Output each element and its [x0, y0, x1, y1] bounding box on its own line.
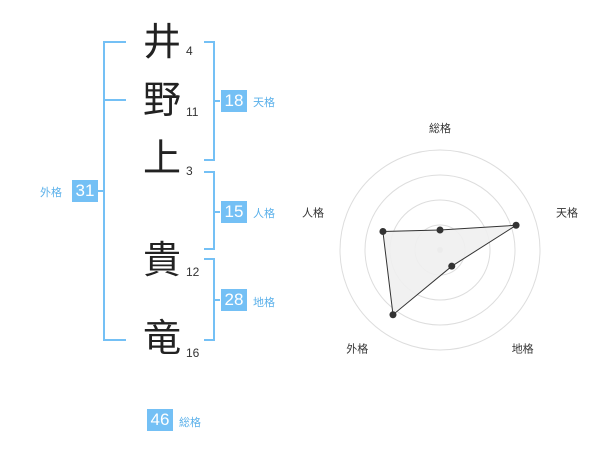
radar-axis-label-5: 人格	[302, 205, 324, 219]
jinkaku-bracket	[204, 171, 215, 250]
radar-polygon	[382, 224, 517, 316]
chikaku-value: 28	[221, 289, 247, 311]
radar-point-1	[436, 226, 444, 234]
stroke-count-3: 3	[186, 164, 193, 178]
radar-axis-label-1: 総格	[429, 121, 451, 135]
radar-point-4	[389, 311, 397, 319]
jinkaku-label: 人格	[253, 208, 275, 220]
name-char-5: 竜	[142, 316, 181, 360]
name-char-1: 井	[142, 20, 181, 64]
name-char-2: 野	[142, 78, 181, 122]
gaikaku-value: 31	[72, 180, 98, 202]
name-char-3: 上	[142, 136, 181, 180]
tenkaku-value: 18	[221, 90, 247, 112]
radar-ring	[364, 174, 516, 326]
radar-axis-label-2: 天格	[556, 205, 578, 219]
radar-point-3	[448, 262, 456, 270]
gaikaku-label: 外格	[40, 187, 62, 199]
stroke-count-1: 4	[186, 44, 193, 58]
radar-point-5	[379, 227, 387, 235]
jinkaku-value: 15	[221, 201, 247, 223]
soukaku-value: 46	[147, 409, 173, 431]
radar-ring	[339, 149, 541, 351]
stroke-count-5: 16	[186, 346, 200, 360]
radar-axis-label-3: 地格	[512, 342, 534, 356]
radar-axis-label-4: 外格	[346, 342, 368, 356]
chikaku-label: 地格	[253, 297, 275, 309]
stroke-count-4: 12	[186, 265, 200, 279]
radar-point-2	[512, 221, 520, 229]
soukaku-label: 総格	[179, 417, 201, 429]
tenkaku-label: 天格	[253, 97, 275, 109]
stroke-count-2: 11	[186, 105, 199, 119]
name-char-4: 貴	[142, 238, 181, 282]
